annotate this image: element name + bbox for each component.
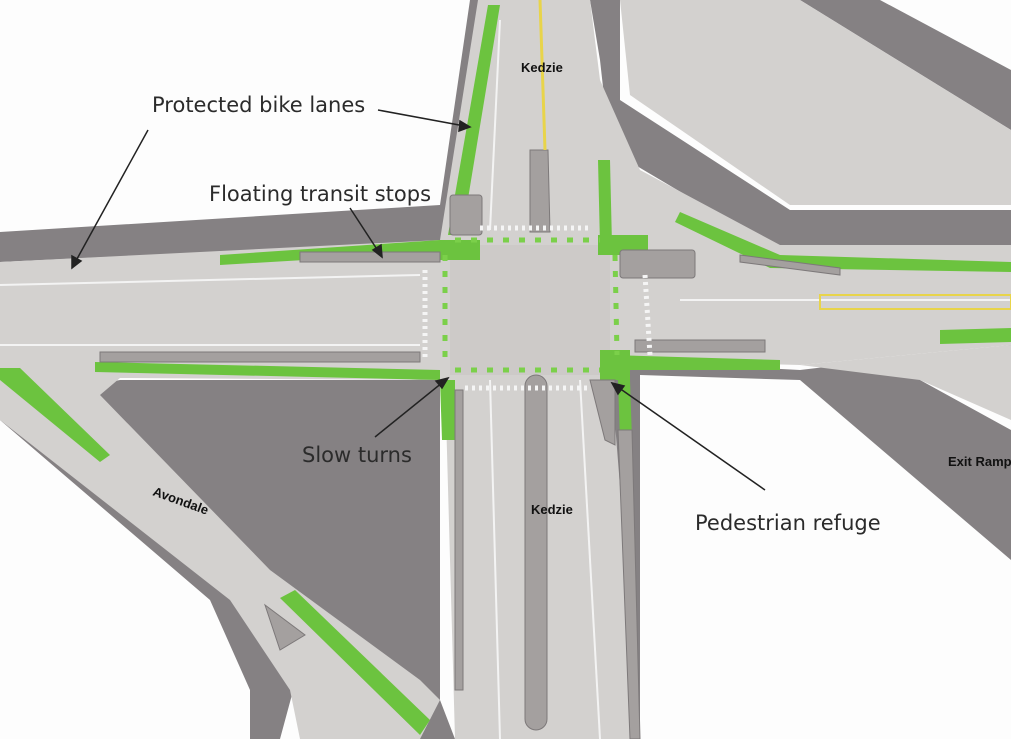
bike-crossings xyxy=(442,237,620,373)
crosswalks xyxy=(422,225,653,391)
callout-floating-transit-stops: Floating transit stops xyxy=(209,182,431,206)
lane-markings xyxy=(0,19,1011,739)
street-label-exit-ramp: Exit Ramp xyxy=(948,454,1011,469)
yellow-hatch xyxy=(819,294,1011,310)
medians xyxy=(99,149,841,739)
street-label-kedzie-north: Kedzie xyxy=(521,60,563,75)
street-label-kedzie-south: Kedzie xyxy=(531,502,573,517)
callout-slow-turns: Slow turns xyxy=(302,443,412,467)
callout-protected-bike-lanes: Protected bike lanes xyxy=(152,93,365,117)
intersection-box xyxy=(450,245,610,375)
callout-pedestrian-refuge: Pedestrian refuge xyxy=(695,511,881,535)
callout-arrows xyxy=(71,109,766,491)
center-line xyxy=(538,0,547,151)
